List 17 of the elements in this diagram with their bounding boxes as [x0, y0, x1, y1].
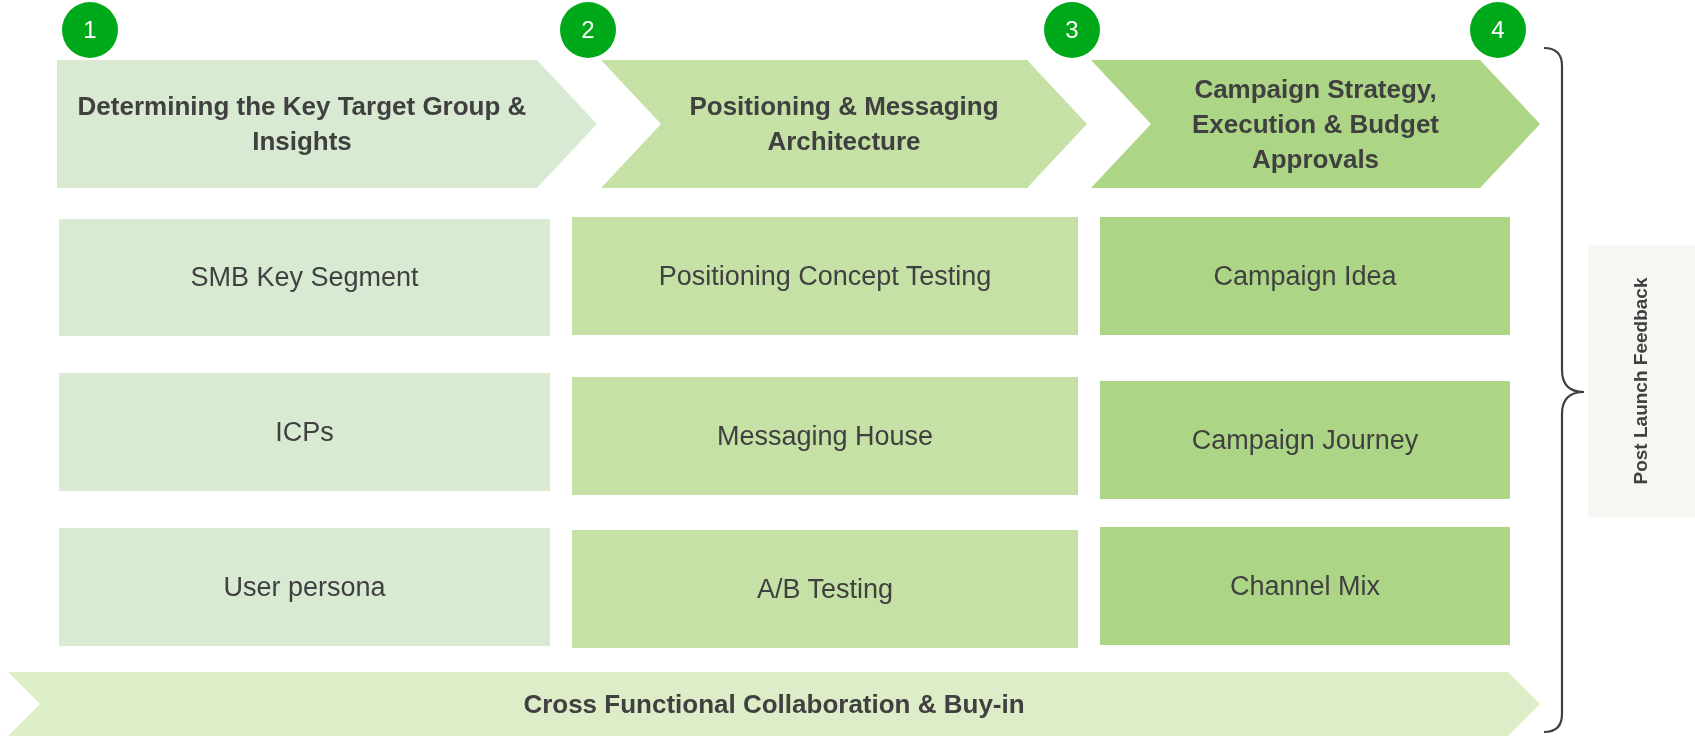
activity-box: Positioning Concept Testing — [572, 217, 1078, 335]
step-number-badge: 3 — [1044, 2, 1100, 58]
activity-box: Messaging House — [572, 377, 1078, 495]
step-chevron: Campaign Strategy, Execution & Budget Approvals — [1091, 60, 1540, 188]
activity-box: Channel Mix — [1100, 527, 1510, 645]
side-label-panel: Post Launch Feedback — [1588, 245, 1695, 517]
step-number-badge: 1 — [62, 2, 118, 58]
activity-box: SMB Key Segment — [59, 219, 550, 336]
activity-box: ICPs — [59, 373, 550, 491]
activity-box: A/B Testing — [572, 530, 1078, 648]
step-number-badge: 4 — [1470, 2, 1526, 58]
step-chevron: Determining the Key Target Group & Insights — [57, 60, 597, 188]
activity-box: Campaign Journey — [1100, 381, 1510, 499]
step-number-badge: 2 — [560, 2, 616, 58]
activity-box: User persona — [59, 528, 550, 646]
step-chevron: Positioning & Messaging Architecture — [601, 60, 1087, 188]
activity-box: Campaign Idea — [1100, 217, 1510, 335]
